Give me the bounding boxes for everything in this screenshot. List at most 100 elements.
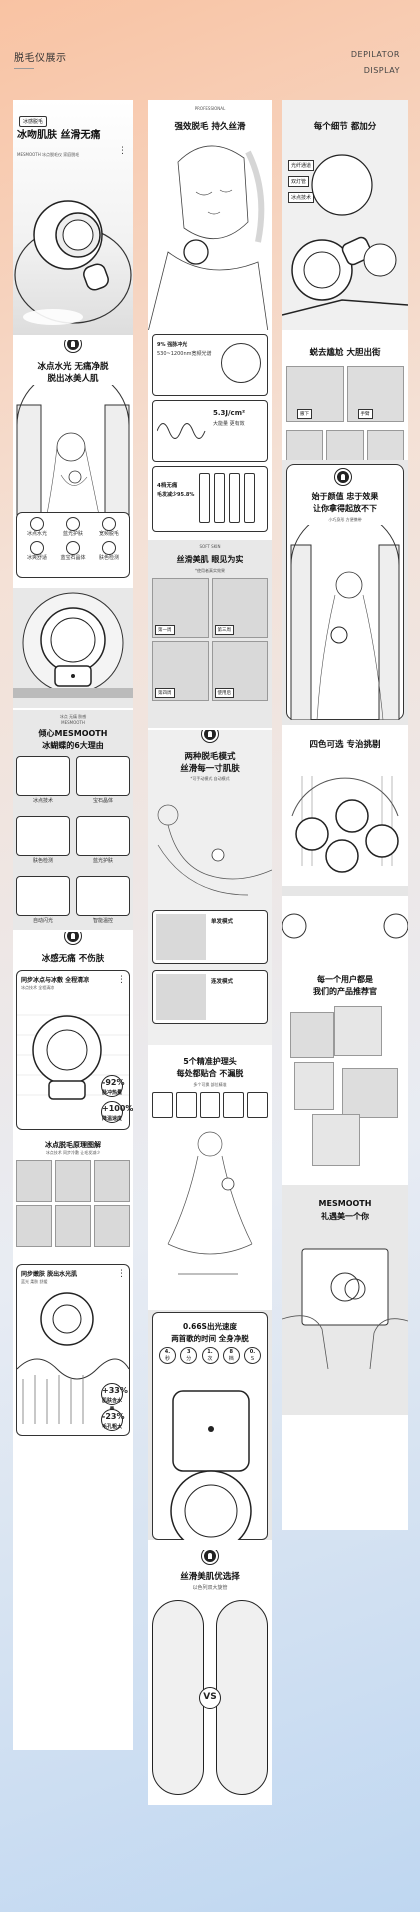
reason-label: 智能温控 [92, 918, 113, 924]
reclining-woman-illustration [157, 804, 272, 896]
stat-label: 毛孔粗大 [102, 1424, 123, 1430]
power-section: 9% 强脉冲光 530~1200nm宽频光谱 5.3J/cm² 大能量 更有效 … [148, 332, 272, 537]
feature-label: 宽频脱毛 [98, 531, 119, 537]
beauty-title-2: 让你拿得起放不下 [313, 504, 377, 513]
speed-stat-value: 3 [187, 1349, 191, 1355]
heads-sub: 多个可换 部位精准 [193, 1082, 227, 1087]
column-3: 每个细节 都加分 光纤通道 双灯管 冰点技术 蜕去尴尬 大胆出街 腋下 手臂 唇… [282, 100, 408, 1530]
painless-title: 冰感无痛 不伤肤 [41, 954, 105, 964]
body-area-image: 手臂 [346, 366, 404, 422]
head-card [199, 1092, 221, 1118]
principle-image [94, 1160, 130, 1202]
reason-card [16, 816, 70, 856]
feature-label: 蓝光护肤 [62, 531, 83, 537]
ipl-stat: 9% 强脉冲光 [157, 341, 187, 348]
speed-stat-unit: 分 [186, 1356, 192, 1362]
speed-stat: 1.次 [201, 1347, 219, 1364]
feature-label: 冰点水光 [26, 531, 47, 537]
stat-badge: -23%毛孔粗大 [101, 1409, 124, 1431]
hydration-section: 同步嫩肤 脱出水光肌 蓝光 柔肤 舒缓 ⋮ +33%肌肤含水量 -23%毛孔粗大 [13, 1260, 133, 1440]
speed-stat: 0.S [244, 1347, 261, 1364]
ice-title-1: 冰点水光 无痛净脱 [37, 362, 109, 372]
bluelight-icon [66, 517, 80, 531]
column-1: 冰感脱毛 冰吻肌肤 丝滑无痛 MESMOOTH 冰点脱毛仪 家庭脱毛 ⋮ 冰点水… [13, 100, 133, 1750]
mode-card-burst: 连发模式 [152, 970, 268, 1024]
users-title-1: 每一个用户都是 [317, 975, 373, 984]
stat-badge: +100%降温速度 [101, 1101, 133, 1123]
title-en-line2: DISPLAY [363, 66, 400, 75]
stat-value: -92% [102, 1078, 125, 1087]
strong-section: PROFESSIONAL 强效脱毛 持久丝滑 [148, 100, 272, 330]
gift-section: MESMOOTH 礼遇美一个你 [282, 1185, 408, 1415]
result-label: 第四周 [155, 688, 175, 698]
principle-image [94, 1205, 130, 1247]
title-en-line1: DEPILATOR [350, 50, 400, 59]
ice-title-2: 脱出冰美人肌 [47, 374, 99, 384]
result-image: 第四周 [152, 641, 209, 701]
ipl-value: 9% [157, 342, 166, 348]
brand-logo-icon [202, 730, 218, 742]
reason-card [16, 756, 70, 796]
principle-section: 冰点脱毛原理图解 冰点技术 同步冷敷 让毛发减少 [13, 1136, 133, 1256]
speed-stat-unit: 秒 [164, 1356, 170, 1362]
device-detail-illustration [282, 154, 408, 316]
principle-title: 冰点脱毛原理图解 [45, 1141, 101, 1149]
sapphire-icon [66, 541, 80, 555]
mode-image [156, 914, 206, 960]
mode-label: 连发模式 [211, 979, 234, 985]
hydration-card: 同步嫩肤 脱出水光肌 蓝光 柔肤 舒缓 ⋮ +33%肌肤含水量 -23%毛孔粗大 [16, 1264, 130, 1436]
brand-logo-icon [202, 1550, 218, 1564]
title-underline [14, 68, 34, 69]
result-image: 第一周 [152, 578, 209, 638]
ipl-label: 强脉冲光 [167, 342, 188, 348]
heads-section: 5个精准护理头 每处都贴合 不漏脱 多个可换 部位精准 [148, 1048, 272, 1308]
result-label: 第三周 [214, 625, 234, 635]
page-title: 脱毛仪展示 [14, 53, 67, 64]
gift-box-illustration [282, 1248, 408, 1370]
hero-section: 冰感脱毛 冰吻肌肤 丝滑无痛 MESMOOTH 冰点脱毛仪 家庭脱毛 ⋮ [13, 100, 133, 335]
device-water-illustration [17, 1292, 129, 1424]
result-image: 使用后 [211, 641, 268, 701]
results-grid: 第一周 第三周 第四周 使用后 [152, 578, 268, 701]
stat-badge: +33%肌肤含水量 [101, 1383, 128, 1413]
user-photo [312, 1114, 360, 1166]
more-icon[interactable]: ⋮ [118, 146, 127, 156]
levels-card: 4档无痛 毛发减少95.8% [152, 466, 268, 532]
compare-right [216, 1600, 268, 1795]
body-area-label: 腋下 [297, 409, 312, 419]
reason-card [76, 876, 130, 916]
painless-card-sub: 冰点技术 全程清凉 [21, 985, 55, 990]
principle-image [55, 1160, 91, 1202]
speed-stat-unit: 档 [228, 1356, 234, 1362]
feature-label: 蓝宝石晶体 [60, 555, 86, 561]
hero-subtitle: MESMOOTH 冰点脱毛仪 家庭脱毛 [17, 152, 80, 157]
speed-stat-value: 4. [164, 1349, 171, 1355]
hydration-sub: 蓝光 柔肤 舒缓 [21, 1279, 48, 1284]
painless-section: 冰感无痛 不伤肤 同步冰点与冰敷 全程清凉 冰点技术 全程清凉 ⋮ -92%脉冲… [13, 932, 133, 1132]
body-area-label: 手臂 [357, 409, 373, 419]
color-devices-illustration [282, 776, 408, 939]
level-bars [199, 473, 255, 523]
hero-title: 冰吻肌肤 丝滑无痛 [17, 130, 101, 141]
reasons-sup-2: MESMOOTH [61, 720, 85, 725]
page-header: 脱毛仪展示 DEPILATOR DISPLAY [0, 0, 420, 84]
principle-image [16, 1205, 52, 1247]
energy-label: 大能量 更有效 [213, 421, 245, 427]
details-title: 每个细节 都加分 [313, 122, 377, 132]
beauty-section: 始于颜值 忠于效果 让你拿得起放不下 小巧身形 方便携带 [282, 460, 408, 725]
detail-label: 双灯管 [288, 176, 310, 187]
feature-label: 肤色检测 [98, 555, 119, 561]
results-sup: SOFT SKIN [199, 544, 221, 549]
details-section: 每个细节 都加分 光纤通道 双灯管 冰点技术 [282, 100, 408, 330]
speed-stat-value: 1. [207, 1349, 213, 1355]
body-areas-title: 蜕去尴尬 大胆出街 [309, 348, 381, 358]
speed-stat-value: 8 [229, 1349, 233, 1355]
reason-label: 肤色检测 [32, 858, 53, 864]
beauty-card: 始于颜值 忠于效果 让你拿得起放不下 小巧身形 方便携带 [286, 464, 404, 720]
more-icon[interactable]: ⋮ [117, 1269, 126, 1279]
user-photo [290, 1012, 334, 1058]
more-icon[interactable]: ⋮ [117, 975, 126, 985]
speed-stat-value: 0. [249, 1349, 256, 1355]
